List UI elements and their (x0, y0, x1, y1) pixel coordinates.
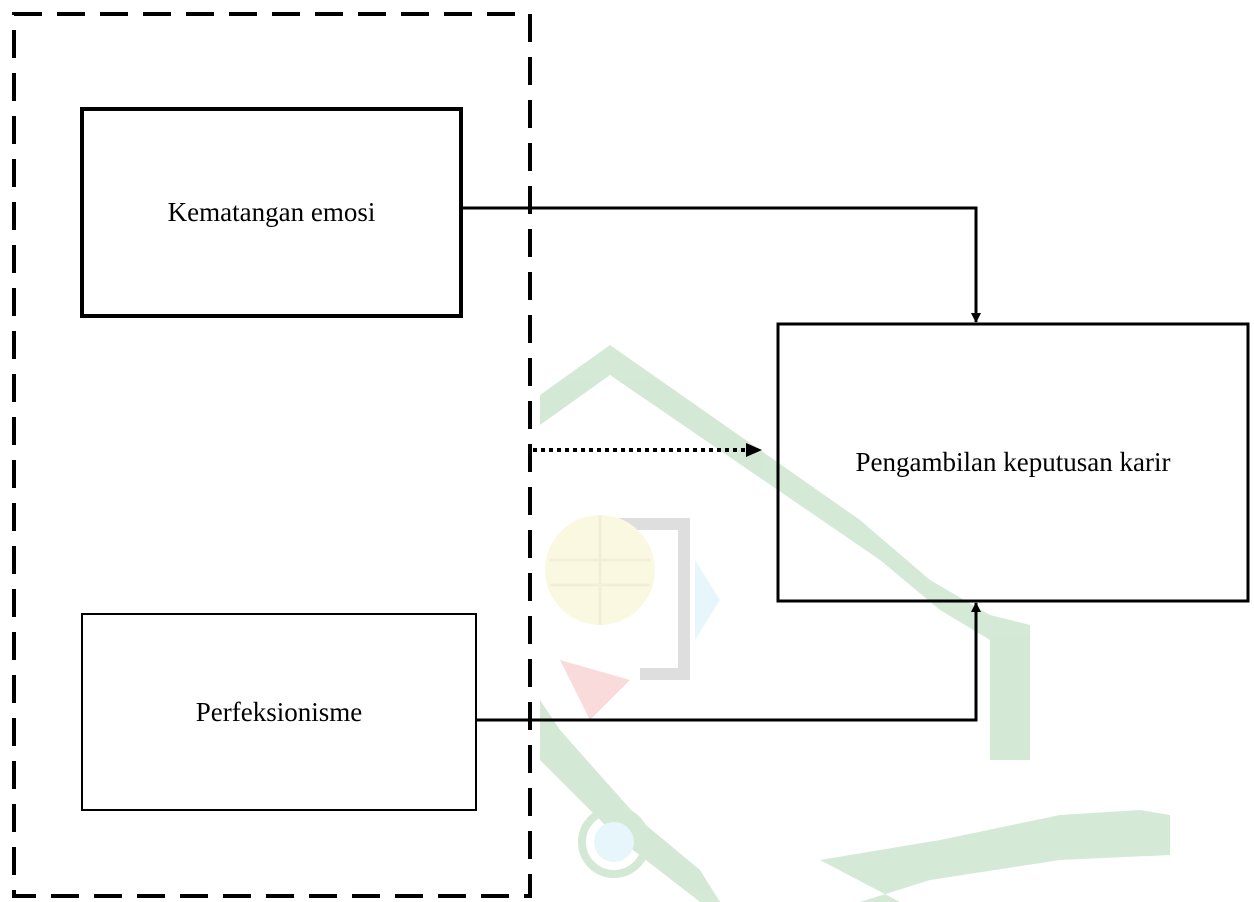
watermark-bracket (600, 518, 690, 680)
watermark-cyan-accent (695, 560, 720, 640)
emotional-maturity-box (80, 107, 463, 318)
perfectionism-box (81, 613, 477, 811)
watermark-green-band-bottom (540, 700, 1170, 902)
dotted-arrow-head (746, 443, 762, 457)
watermark-ring-inner (594, 822, 634, 862)
watermark-green-band-top (540, 345, 1030, 760)
perfectionism-arrow (476, 602, 981, 722)
watermark-globe (545, 515, 655, 625)
career-decision-box (776, 322, 1250, 603)
emotional-maturity-label: Kematangan emosi (167, 197, 376, 227)
career-decision-label: Pengambilan keputusan karir (855, 447, 1171, 477)
emotional-maturity-arrow (461, 206, 981, 323)
watermark-chevron (560, 660, 630, 720)
watermark-logo (540, 345, 1170, 902)
watermark-globe-lines (550, 515, 650, 625)
independent-variables-group (12, 12, 532, 898)
perfectionism-label: Perfeksionisme (195, 696, 363, 727)
watermark-ring-outer (578, 806, 650, 878)
